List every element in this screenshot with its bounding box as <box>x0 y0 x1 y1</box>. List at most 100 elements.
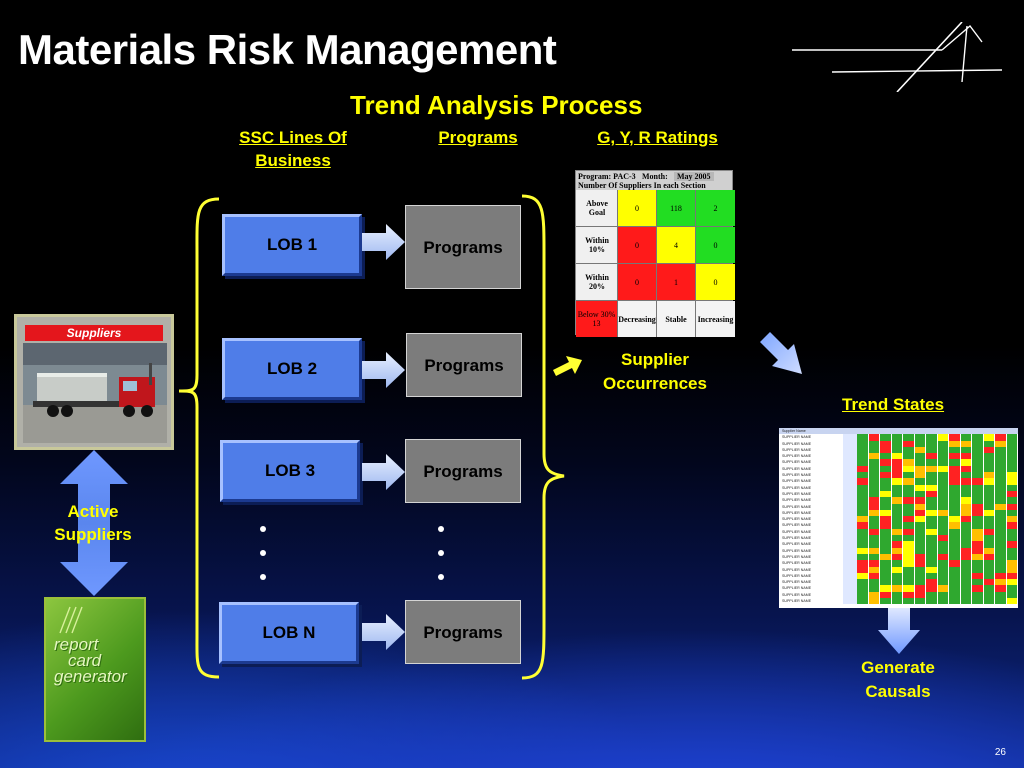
trend-cell <box>926 572 938 580</box>
truck-illustration <box>23 343 167 443</box>
trend-cell <box>868 572 880 580</box>
trend-cell <box>926 459 938 466</box>
trend-row-name: SUPPLIER NAME <box>782 479 812 484</box>
trend-table-row: SUPPLIER NAME <box>779 579 1018 586</box>
trend-cell <box>891 453 903 460</box>
trend-cell <box>972 453 984 460</box>
trend-cell <box>857 434 869 441</box>
trend-cell <box>903 440 915 447</box>
programs-box-2: Programs <box>406 333 522 397</box>
trend-cell <box>880 553 892 561</box>
trend-cell <box>868 522 880 529</box>
trend-cell <box>983 465 995 473</box>
trend-cell <box>949 465 961 473</box>
trend-cell <box>949 497 961 504</box>
trend-cell <box>926 560 938 567</box>
trend-cell <box>903 579 915 586</box>
trend-row-number <box>843 535 857 542</box>
generate-causals-line2: Causals <box>865 682 931 701</box>
trend-cell <box>937 509 949 517</box>
trend-row-name: SUPPLIER NAME <box>782 466 812 471</box>
trend-cell <box>960 598 972 605</box>
trend-cell <box>868 535 880 542</box>
trend-cell <box>914 484 926 491</box>
trend-cell <box>972 472 984 479</box>
trend-cell <box>937 541 949 548</box>
trend-cell <box>937 598 949 605</box>
trend-cell <box>926 541 938 548</box>
trend-cell <box>903 566 915 573</box>
trend-cell <box>995 541 1007 548</box>
trend-cell <box>914 535 926 542</box>
trend-row-name: SUPPLIER NAME <box>782 586 812 591</box>
trend-table-row: SUPPLIER NAME <box>779 516 1018 523</box>
trend-table-header-label: Supplier Name <box>782 429 806 433</box>
trend-cell <box>949 535 961 542</box>
trend-cell <box>949 516 961 523</box>
trend-cell <box>937 522 949 529</box>
trend-row-cells <box>857 434 1018 441</box>
trend-cell <box>868 516 880 523</box>
trend-cell <box>1006 465 1018 473</box>
trend-row-cells <box>857 591 1018 599</box>
ratings-cell: 1 <box>657 264 695 300</box>
trend-cell <box>880 585 892 592</box>
trend-cell <box>891 503 903 510</box>
trend-cell <box>880 516 892 523</box>
arrow-to-causals <box>878 608 920 654</box>
trend-cell <box>937 465 949 473</box>
trend-cell <box>960 472 972 479</box>
trend-row-number <box>843 440 857 447</box>
trend-row-cells <box>857 440 1018 447</box>
trend-cell <box>857 598 869 605</box>
trend-cell <box>937 478 949 485</box>
ratings-below-value: 13 <box>592 319 601 328</box>
trend-cell <box>926 535 938 542</box>
trend-cell <box>903 459 915 466</box>
trend-row-number <box>843 490 857 498</box>
supplier-occurrences-label: Supplier Occurrences <box>585 350 725 394</box>
trend-row-number <box>843 585 857 592</box>
trend-cell <box>972 509 984 517</box>
trend-cell <box>983 446 995 454</box>
ratings-below-label: Below 30% <box>577 310 616 319</box>
trend-cell <box>949 528 961 536</box>
trend-cell <box>1006 598 1018 605</box>
trend-table-row: SUPPLIER NAME <box>779 522 1018 529</box>
header-ssc-lines: SSC Lines Of Business <box>218 128 368 171</box>
trend-row-number <box>843 503 857 510</box>
trend-cell <box>857 446 869 454</box>
trend-cell <box>891 591 903 599</box>
ratings-month-label: Month: <box>642 172 668 181</box>
generate-causals-line1: Generate <box>861 658 935 677</box>
trend-cell <box>880 490 892 498</box>
trend-cell <box>880 446 892 454</box>
trend-states-label: Trend States <box>842 395 945 414</box>
trend-cell <box>995 503 1007 510</box>
ratings-cell: 0 <box>618 264 656 300</box>
trend-cell <box>937 535 949 542</box>
trend-cell <box>868 585 880 592</box>
trend-cell <box>880 522 892 529</box>
trend-cell <box>960 591 972 599</box>
truck-photo: Suppliers <box>14 314 174 450</box>
trend-row-number <box>843 434 857 441</box>
trend-cell <box>880 535 892 542</box>
trend-cell <box>914 560 926 567</box>
trend-cell <box>1006 509 1018 517</box>
trend-row-cells <box>857 503 1018 510</box>
ellipsis-dot <box>438 550 444 556</box>
trend-cell <box>891 598 903 605</box>
trend-row-name: SUPPLIER NAME <box>782 599 812 604</box>
trend-cell <box>949 547 961 554</box>
trend-cell <box>868 598 880 605</box>
trend-row-name: SUPPLIER NAME <box>782 554 812 559</box>
trend-cell <box>995 434 1007 441</box>
trend-cell <box>857 579 869 586</box>
trend-cell <box>926 440 938 447</box>
trend-cell <box>914 497 926 504</box>
trend-cell <box>995 472 1007 479</box>
trend-cell <box>949 472 961 479</box>
trend-cell <box>903 522 915 529</box>
trend-cell <box>880 434 892 441</box>
